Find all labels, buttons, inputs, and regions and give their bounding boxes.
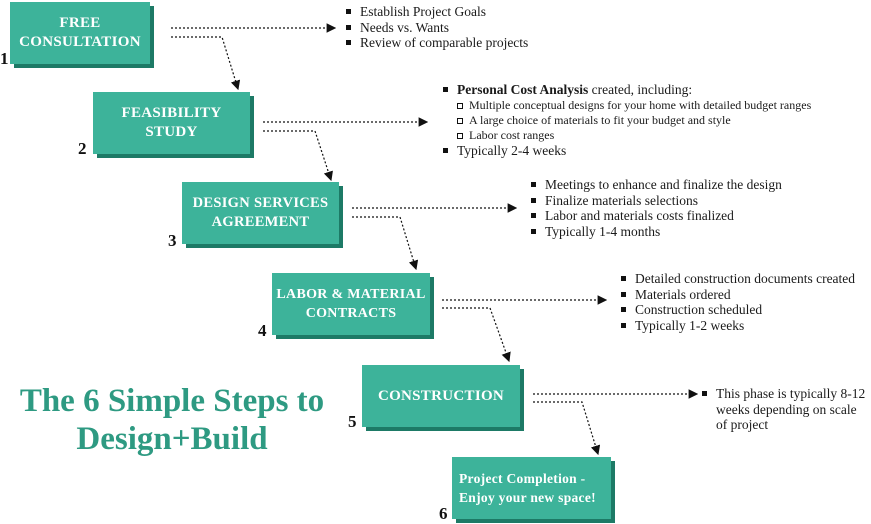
sub-details-list: Multiple conceptual designs for your hom… (453, 98, 811, 143)
list-item: Needs vs. Wants (346, 20, 528, 36)
list-item: Meetings to enhance and finalize the des… (531, 177, 782, 193)
step-details-list: Establish Project Goals Needs vs. Wants … (346, 4, 528, 51)
step-details-list: Meetings to enhance and finalize the des… (531, 177, 782, 239)
list-item: Typically 1-4 months (531, 224, 782, 240)
step-label: Project Completion - Enjoy your new spac… (459, 471, 596, 505)
step-label: FREE CONSULTATION (19, 15, 141, 50)
list-item: Construction scheduled (621, 302, 855, 318)
sub-list-item: Labor cost ranges (453, 128, 811, 143)
step-label: LABOR & MATERIAL CONTRACTS (276, 287, 426, 321)
step-details-list: This phase is typically 8-12 weeks depen… (702, 386, 865, 433)
step-number: 6 (439, 504, 448, 523)
list-item: This phase is typically 8-12 weeks depen… (702, 386, 865, 433)
step-box-feasibility-study: FEASIBILITY STUDY (93, 92, 250, 154)
details-intro-text: created, including: (588, 82, 693, 97)
step-number: 1 (0, 49, 9, 68)
step-number: 5 (348, 412, 357, 431)
step-box-labor-material-contracts: LABOR & MATERIAL CONTRACTS (272, 273, 430, 335)
step-label: FEASIBILITY STUDY (121, 105, 222, 140)
list-item: Materials ordered (621, 287, 855, 303)
sub-list-item: A large choice of materials to fit your … (453, 113, 811, 128)
list-item: Finalize materials selections (531, 193, 782, 209)
list-item: Labor and materials costs finalized (531, 208, 782, 224)
step-box-design-services-agreement: DESIGN SERVICES AGREEMENT (182, 182, 339, 244)
step-label: CONSTRUCTION (377, 387, 505, 404)
sub-list-item: Multiple conceptual designs for your hom… (453, 98, 811, 113)
step-box-construction: CONSTRUCTION (362, 365, 520, 427)
step-number: 4 (258, 321, 267, 340)
step-number: 2 (78, 139, 87, 158)
list-item: Typically 2-4 weeks (443, 143, 811, 159)
list-item: Personal Cost Analysis created, includin… (443, 82, 811, 98)
details-intro-bold: Personal Cost Analysis (457, 82, 589, 97)
step-details-list: Detailed construction documents created … (621, 271, 855, 333)
list-item: Review of comparable projects (346, 35, 528, 51)
sub-list-container: Multiple conceptual designs for your hom… (443, 98, 811, 143)
list-item: Detailed construction documents created (621, 271, 855, 287)
step-box-free-consultation: FREE CONSULTATION (10, 2, 150, 64)
list-item: Establish Project Goals (346, 4, 528, 20)
step-number: 3 (168, 231, 177, 250)
list-item: Typically 1-2 weeks (621, 318, 855, 334)
step-label: DESIGN SERVICES AGREEMENT (192, 195, 329, 230)
step-box-project-completion: Project Completion - Enjoy your new spac… (452, 457, 611, 519)
step-details-list: Personal Cost Analysis created, includin… (443, 82, 811, 158)
